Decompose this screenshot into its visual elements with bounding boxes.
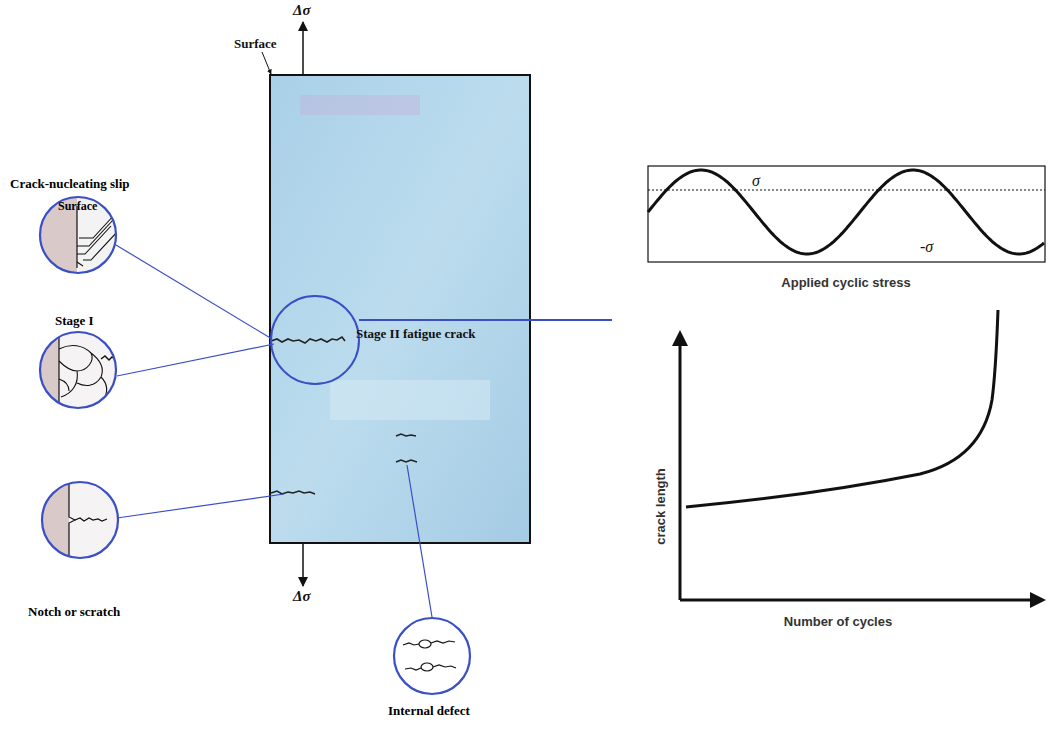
axis-label: crack length (653, 468, 668, 545)
text-label: -σ (920, 238, 933, 256)
text-label: σ (752, 172, 760, 190)
specimen (270, 75, 530, 543)
detail-heading: Crack-nucleating slip (10, 176, 130, 192)
detail-heading: Notch or scratch (28, 604, 120, 620)
detail-circle: Crack-nucleating slipSurface (39, 196, 117, 274)
text-label: Surface (234, 36, 277, 52)
detail-circle: Internal defect (393, 617, 471, 695)
detail-heading: Stage I (55, 313, 94, 329)
text-label: Applied cyclic stress (781, 275, 910, 290)
detail-text: Surface (58, 199, 97, 214)
detail-circle-outline (39, 331, 117, 409)
detail-circle-outline (41, 481, 119, 559)
text-label: Stage II fatigue crack (356, 326, 476, 342)
text-label: Number of cycles (784, 614, 892, 629)
detail-heading: Internal defect (388, 703, 470, 719)
detail-circle-outline (393, 617, 471, 695)
text-label: Δσ (293, 588, 311, 605)
text-label: Δσ (293, 2, 311, 19)
detail-circle: Notch or scratch (41, 481, 119, 559)
detail-circle: Stage I (39, 331, 117, 409)
